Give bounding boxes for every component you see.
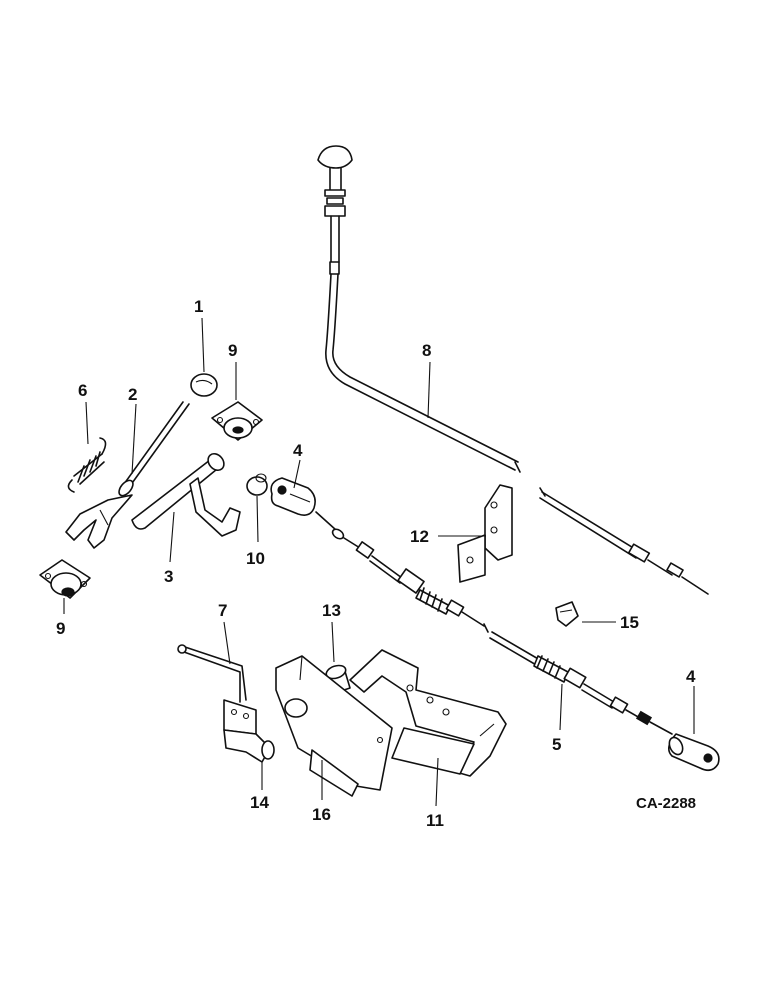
label-9-top: 9 xyxy=(228,341,237,360)
label-16: 16 xyxy=(312,805,331,824)
label-9-bottom: 9 xyxy=(56,619,65,638)
part-15-clip xyxy=(555,601,579,627)
part-8-control-rod xyxy=(317,145,709,595)
part-11-bracket xyxy=(349,649,507,777)
label-3: 3 xyxy=(164,567,173,586)
part-9-flange-top xyxy=(211,401,263,441)
label-11: 11 xyxy=(426,811,444,830)
part-5-cable xyxy=(315,511,673,735)
label-13: 13 xyxy=(322,601,341,620)
label-12: 12 xyxy=(410,527,429,546)
label-2: 2 xyxy=(128,385,137,404)
part-3-lever-shaft xyxy=(131,452,241,537)
callout-labels: 1 2 3 4 4 5 6 7 8 9 9 10 11 12 13 14 15 … xyxy=(56,297,696,830)
part-2-fork-rod xyxy=(65,401,190,549)
label-14: 14 xyxy=(250,793,269,812)
part-7-rod xyxy=(177,644,247,703)
label-4-top: 4 xyxy=(293,441,303,460)
part-1-knob xyxy=(190,373,218,397)
label-7: 7 xyxy=(218,601,227,620)
label-6: 6 xyxy=(78,381,87,400)
part-4-clevis-top xyxy=(270,477,316,516)
label-1: 1 xyxy=(194,297,203,316)
label-15: 15 xyxy=(620,613,639,632)
label-4-right: 4 xyxy=(686,667,696,686)
part-4-clevis-right xyxy=(668,733,720,772)
label-5: 5 xyxy=(552,735,561,754)
label-10: 10 xyxy=(246,549,265,568)
part-9-flange-bottom xyxy=(39,559,91,599)
leader-lines xyxy=(63,317,695,807)
part-12-bracket xyxy=(457,484,513,583)
part-14-pivot xyxy=(223,699,275,763)
part-6-spring xyxy=(67,437,107,493)
part-10-bushing xyxy=(246,473,268,496)
figure-code: CA-2288 xyxy=(636,795,696,812)
label-8: 8 xyxy=(422,341,431,360)
